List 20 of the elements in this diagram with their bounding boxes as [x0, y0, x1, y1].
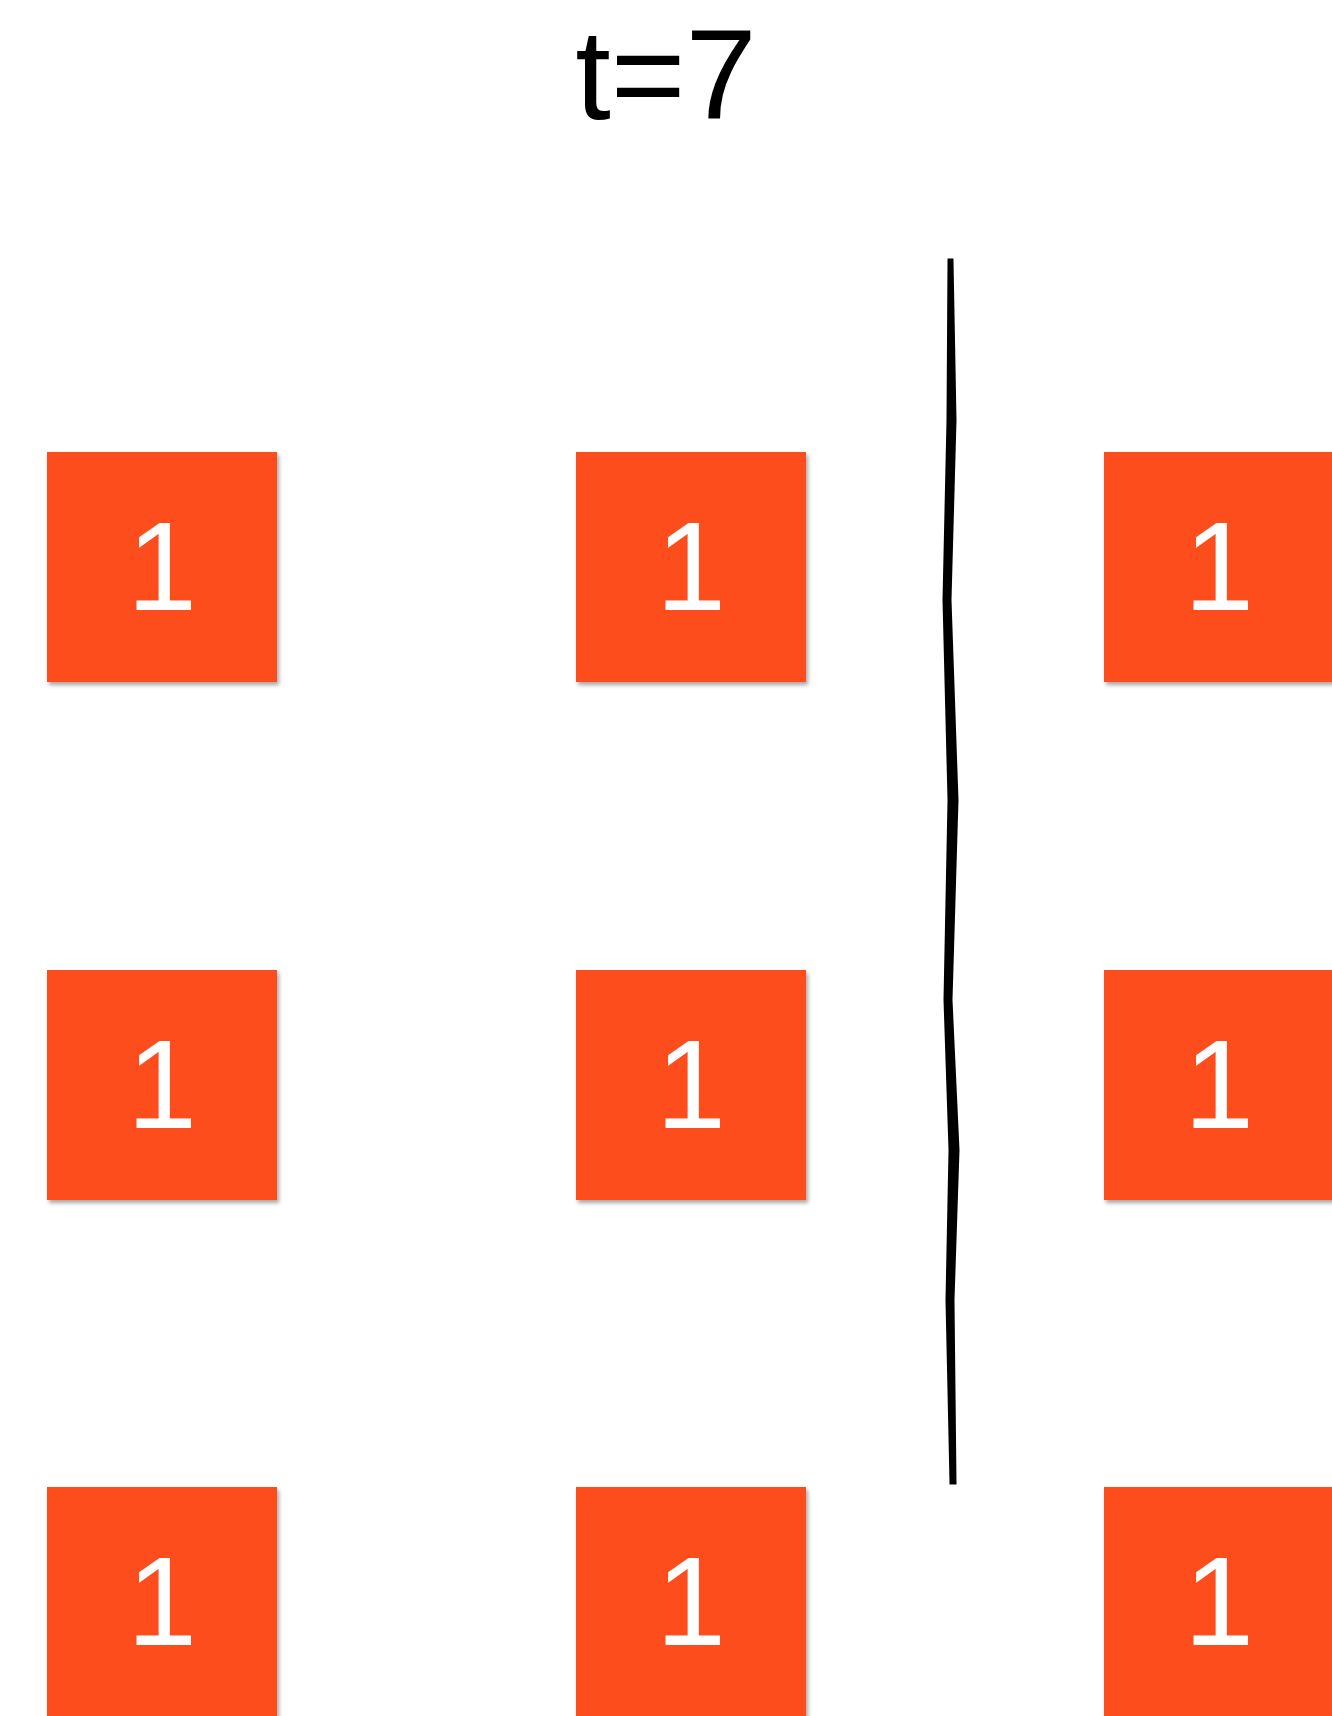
tile-number: 1 [126, 504, 198, 630]
number-tile [576, 452, 806, 682]
number-tile [47, 452, 277, 682]
tile-number: 1 [126, 1539, 198, 1665]
tile-number: 1 [1183, 1022, 1255, 1148]
tile-number: 1 [126, 1022, 198, 1148]
number-tile [576, 970, 806, 1200]
tile-number: 1 [1183, 1539, 1255, 1665]
number-tile [576, 1487, 806, 1716]
number-tile [47, 970, 277, 1200]
tile-number: 1 [655, 504, 727, 630]
tile-number: 1 [655, 1022, 727, 1148]
number-tile [47, 1487, 277, 1716]
title: t=7 [574, 2, 758, 148]
number-tile [1104, 1487, 1332, 1716]
tile-number: 1 [1183, 504, 1255, 630]
number-tile [1104, 970, 1332, 1200]
divider-line [942, 258, 960, 1485]
number-tile [1104, 452, 1332, 682]
tile-number: 1 [655, 1539, 727, 1665]
